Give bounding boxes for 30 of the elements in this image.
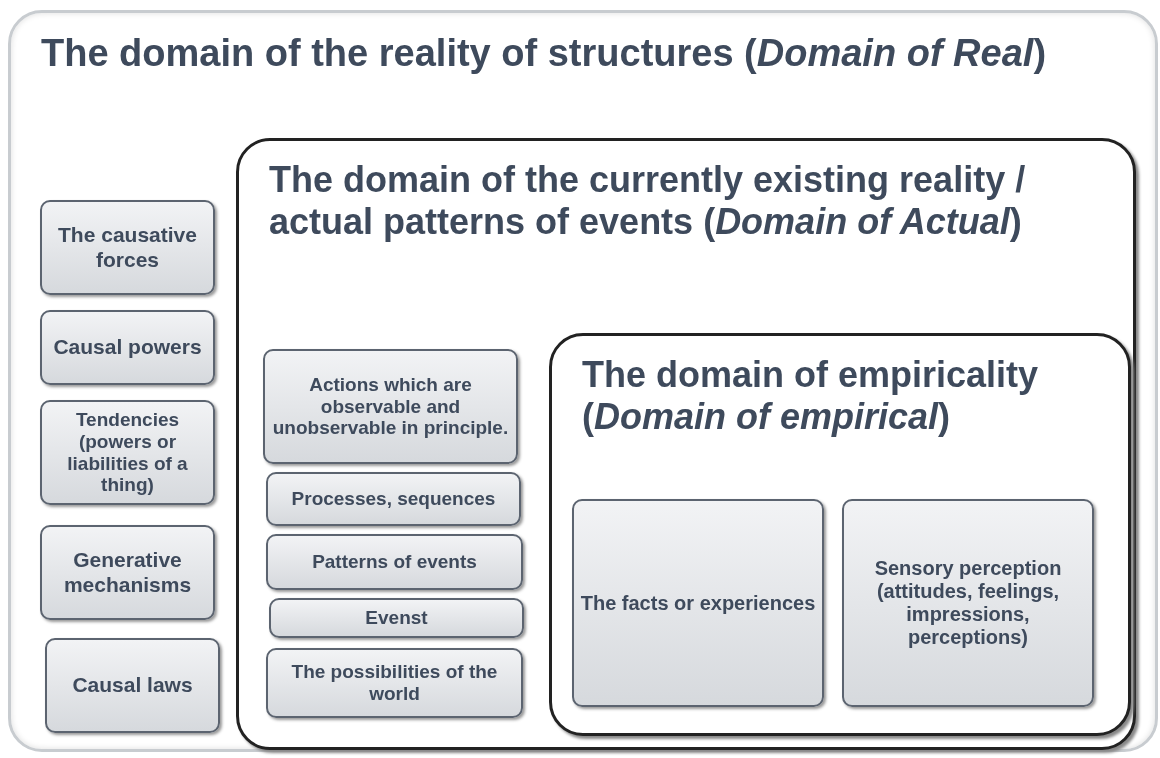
domain-heading: The domain of the reality of structures (Domain of Real) xyxy=(41,31,1048,76)
concept-box xyxy=(842,499,1094,707)
box-label: Causal powers xyxy=(52,335,203,360)
box-label: Generative mechanisms xyxy=(62,548,193,597)
concept-box xyxy=(40,200,215,295)
domain-panel xyxy=(236,138,1136,750)
box-label: The possibilities of the world xyxy=(290,661,499,705)
domain-panel xyxy=(8,10,1158,752)
domain-panel xyxy=(549,333,1131,736)
concept-box xyxy=(40,310,215,385)
box-label: The facts or experiences xyxy=(579,591,817,615)
concept-box xyxy=(45,638,220,733)
concept-box xyxy=(40,400,215,505)
domain-heading: The domain of empiricality (Domain of empirical) xyxy=(582,354,1040,439)
box-label: Actions which are observable and unobservable in principle. xyxy=(271,373,510,440)
domain-heading: The domain of the currently existing reality / actual patterns of events (Domain of Actual) xyxy=(269,159,1027,244)
box-label: Causal laws xyxy=(71,673,194,698)
box-label: The causative forces xyxy=(57,223,198,272)
box-label: Tendencies (powers or liabilities of a thing) xyxy=(66,408,189,497)
concept-box xyxy=(572,499,824,707)
concept-box xyxy=(269,598,524,638)
box-label: Sensory perception (attitudes, feelings, impressions, perceptions) xyxy=(873,557,1063,649)
concept-box xyxy=(266,472,521,526)
box-label: Evenst xyxy=(364,607,429,629)
concept-box xyxy=(40,525,215,620)
box-label: Processes, sequences xyxy=(290,488,497,510)
concept-box xyxy=(263,349,518,464)
box-label: Patterns of events xyxy=(311,551,478,573)
concept-box xyxy=(266,648,523,718)
concept-box xyxy=(266,534,523,590)
